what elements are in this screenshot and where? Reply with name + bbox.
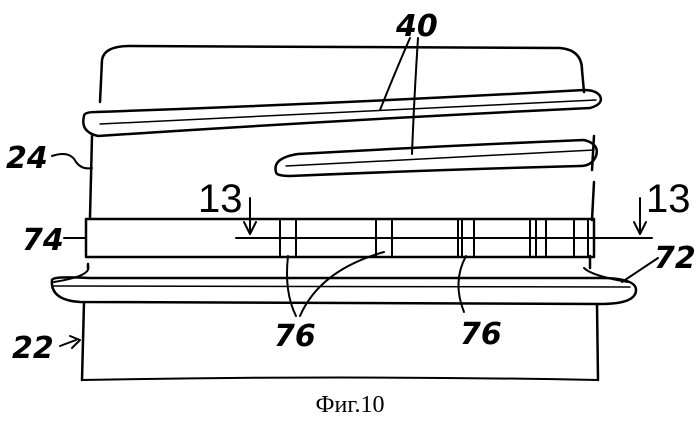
label-74: 74 bbox=[22, 223, 64, 258]
figure-caption: Фиг.10 bbox=[0, 392, 700, 419]
label-section-13-left: 13 bbox=[198, 177, 243, 221]
flange-72 bbox=[52, 266, 636, 304]
label-76-left: 76 bbox=[274, 319, 316, 354]
cap-body-24 bbox=[88, 46, 594, 268]
thread-40-upper bbox=[83, 90, 601, 136]
thread-40-lower bbox=[275, 140, 596, 176]
label-24: 24 bbox=[6, 141, 48, 176]
label-72: 72 bbox=[654, 241, 696, 276]
label-section-13-right: 13 bbox=[646, 177, 691, 221]
label-76-right: 76 bbox=[460, 317, 502, 352]
label-40: 40 bbox=[395, 9, 438, 44]
lower-body-22 bbox=[82, 302, 598, 380]
label-22: 22 bbox=[12, 331, 54, 366]
